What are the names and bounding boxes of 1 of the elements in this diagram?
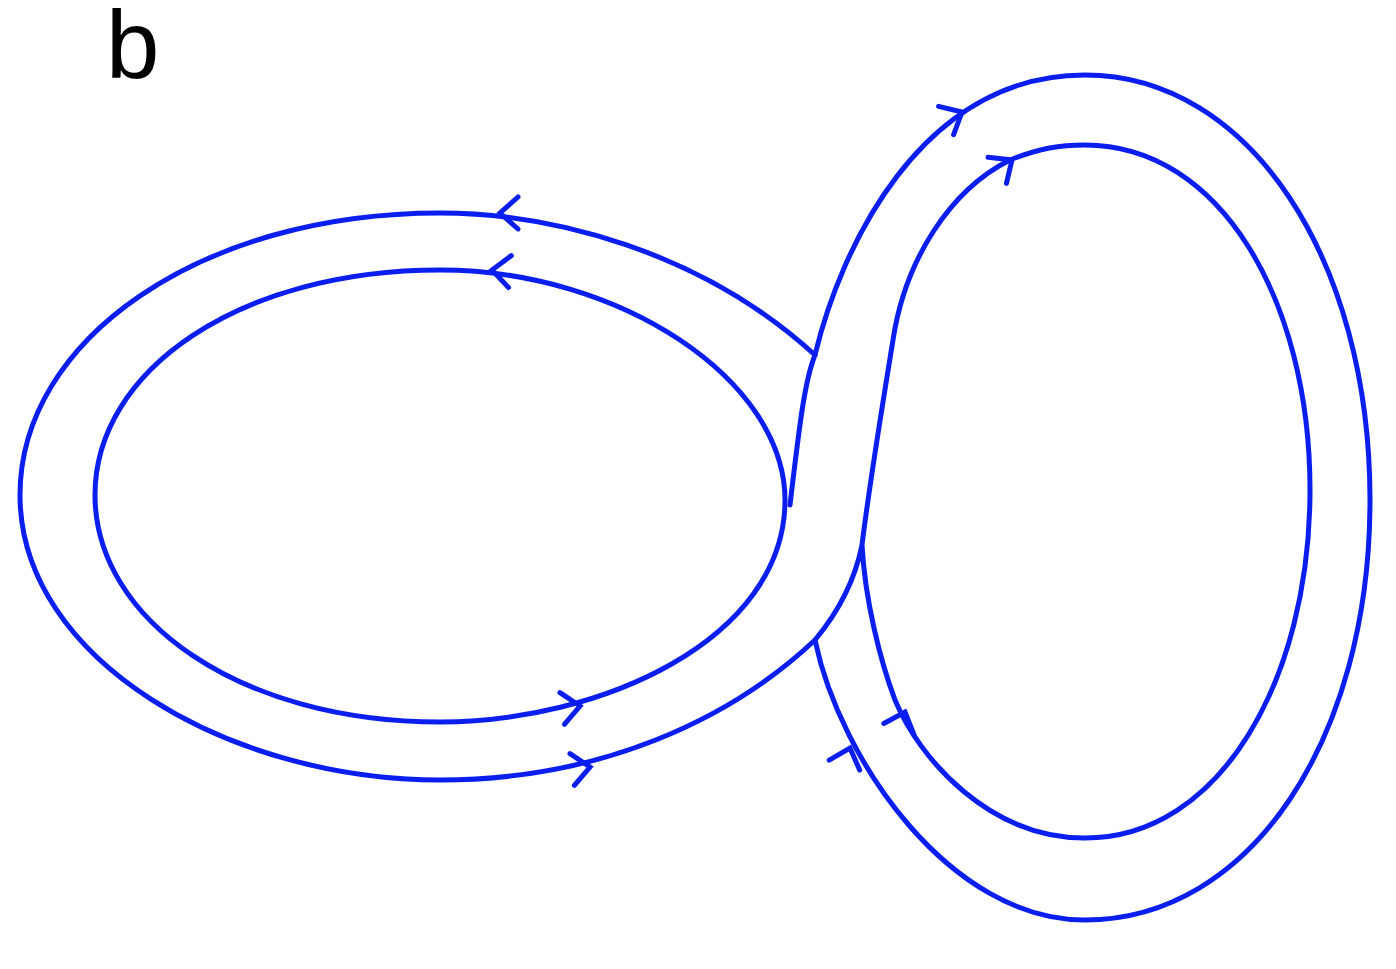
- panel-label: b: [106, 0, 160, 98]
